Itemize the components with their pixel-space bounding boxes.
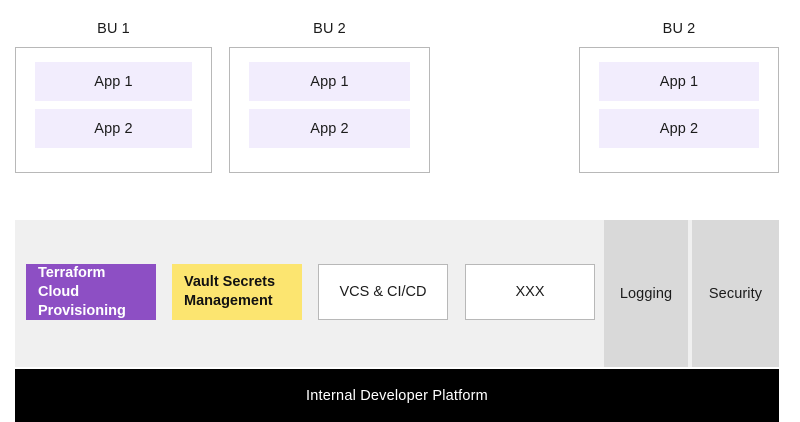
capability-area: Terraform Cloud Provisioning Vault Secre… [15,220,604,367]
business-unit-title: BU 1 [97,21,130,37]
app-box[interactable]: App 2 [249,109,410,148]
business-unit-box[interactable]: App 1 App 2 [229,47,430,173]
capability-vault-secrets-management[interactable]: Vault Secrets Management [172,264,302,320]
business-unit-group-bu-2-right: BU 2 App 1 App 2 [579,20,779,173]
business-unit-group-bu-1: BU 1 App 1 App 2 [15,20,212,173]
app-box[interactable]: App 2 [35,109,192,148]
app-box[interactable]: App 2 [599,109,759,148]
platform-capability-band: Terraform Cloud Provisioning Vault Secre… [15,220,779,367]
platform-column-logging[interactable]: Logging [604,220,688,367]
platform-column-security[interactable]: Security [692,220,779,367]
business-unit-title: BU 2 [662,21,696,37]
internal-developer-platform-label: Internal Developer Platform [306,387,488,404]
business-unit-title: BU 2 [313,21,346,37]
business-unit-group-bu-2-middle: BU 2 App 1 App 2 [229,20,430,173]
app-box[interactable]: App 1 [35,62,192,101]
capability-placeholder[interactable]: XXX [465,264,595,320]
capability-vcs-ci-cd[interactable]: VCS & CI/CD [318,264,448,320]
internal-developer-platform-bar[interactable]: Internal Developer Platform [15,369,779,422]
capability-terraform-cloud-provisioning[interactable]: Terraform Cloud Provisioning [26,264,156,320]
business-unit-box[interactable]: App 1 App 2 [579,47,779,173]
business-units-row: BU 1 App 1 App 2 BU 2 App 1 App 2 BU 2 A… [0,0,800,200]
app-box[interactable]: App 1 [249,62,410,101]
business-unit-box[interactable]: App 1 App 2 [15,47,212,173]
app-box[interactable]: App 1 [599,62,759,101]
